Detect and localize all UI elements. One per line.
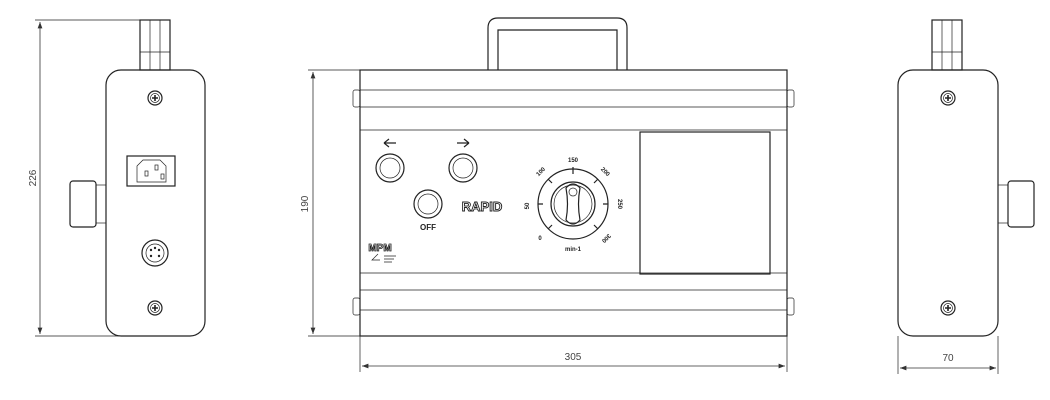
side-panel (897, 69, 999, 337)
top-cable-gland (931, 19, 963, 71)
housing (359, 69, 788, 337)
round-connector (141, 239, 169, 267)
reverse-button[interactable] (375, 153, 405, 183)
side-cable-gland (69, 180, 97, 228)
dimension-70: 70 (942, 353, 954, 364)
forward-button[interactable] (448, 153, 478, 183)
iec-power-inlet (126, 155, 176, 187)
display-window (639, 131, 771, 275)
dial-tick-300: 300 (600, 232, 612, 244)
dial-tick-50: 50 (525, 202, 531, 209)
mpm-logo: MPM (368, 243, 396, 263)
dial-tick-150: 150 (568, 158, 579, 164)
rapid-label: RAPID (462, 199, 502, 214)
top-cable-gland (139, 19, 171, 71)
dimension-305: 305 (565, 352, 582, 363)
front-view: OFF RAPID 0 50 100 150 200 250 300 min-1… (300, 17, 795, 372)
screw-icon (147, 90, 163, 106)
arrow-right-icon (457, 138, 470, 148)
dial-tick-250: 250 (616, 199, 622, 210)
dial-tick-0: 0 (538, 236, 542, 242)
screw-icon (147, 300, 163, 316)
screw-icon (940, 90, 956, 106)
dimension-226: 226 (28, 169, 39, 186)
handle (487, 17, 628, 70)
side-panel (105, 69, 206, 337)
off-button[interactable] (413, 189, 443, 219)
speed-dial[interactable] (537, 167, 609, 240)
right-side-view: 70 (897, 19, 1035, 374)
dial-tick-200: 200 (599, 167, 611, 179)
svg-text:MPM: MPM (368, 243, 391, 254)
dimension-190: 190 (300, 195, 311, 212)
dial-tick-100: 100 (536, 166, 548, 178)
off-label: OFF (420, 223, 436, 232)
left-side-view: 226 (28, 19, 206, 337)
dial-unit: min-1 (565, 247, 582, 253)
arrow-left-icon (383, 138, 396, 148)
screw-icon (940, 300, 956, 316)
side-cable-gland (1007, 180, 1035, 228)
